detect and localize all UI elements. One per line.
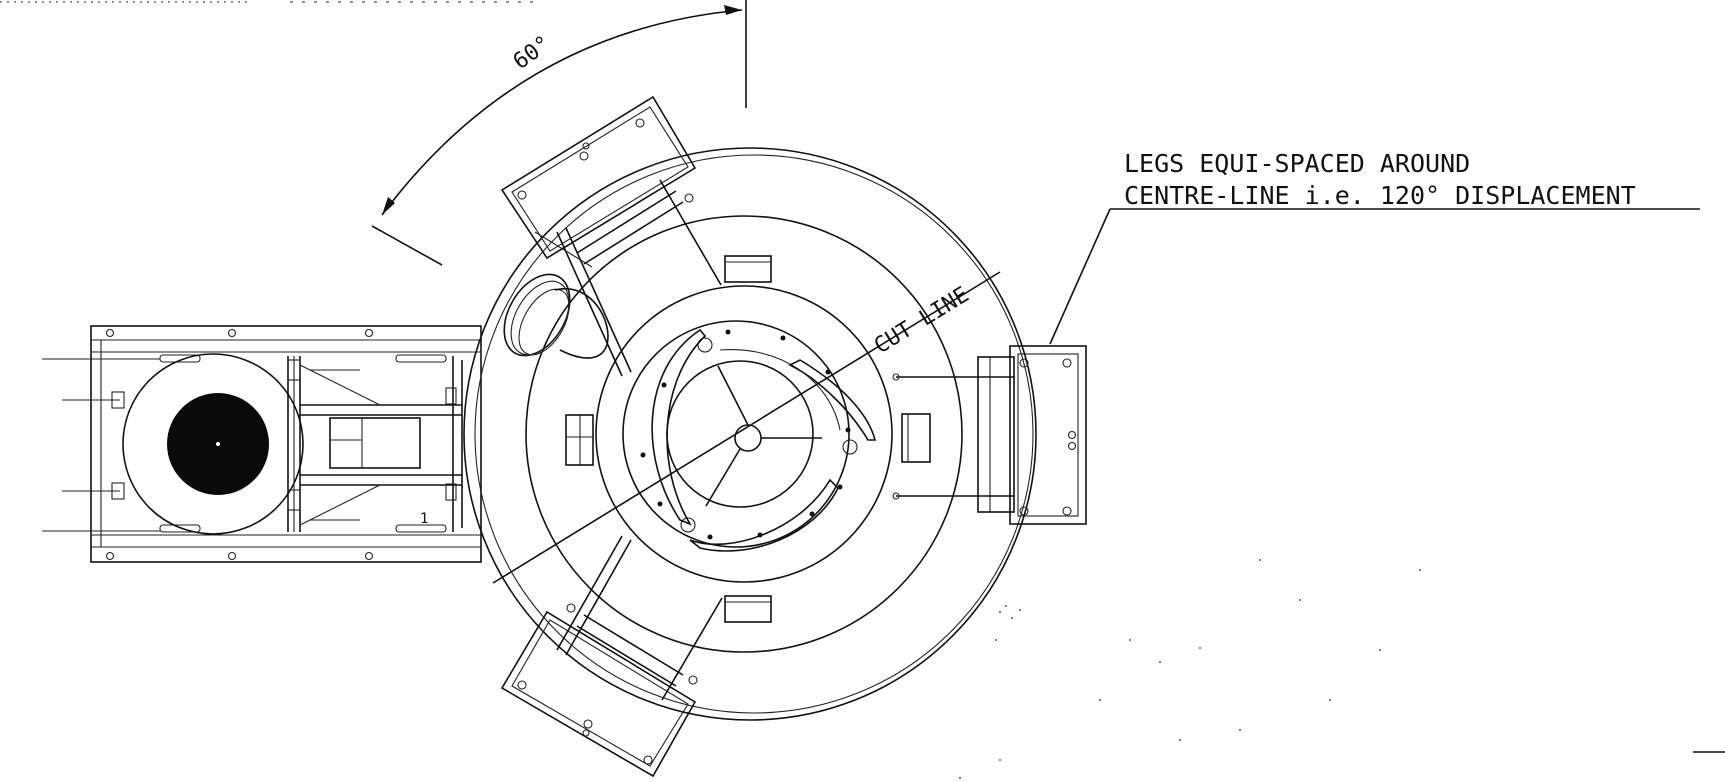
svg-text:1: 1	[420, 511, 428, 527]
drum-outer	[122, 353, 304, 535]
platform-inner-ring	[595, 285, 893, 583]
hatch-right	[901, 413, 931, 463]
note-leader-line	[1049, 208, 1111, 345]
leg-right	[892, 345, 1087, 525]
hub-inner-ring	[666, 360, 814, 508]
leg-right-bracket	[977, 356, 1015, 513]
frame-outer	[90, 325, 482, 563]
left-frame	[42, 325, 482, 563]
platform-outer-rim	[463, 147, 1037, 721]
dimension-arrowhead-top	[724, 5, 742, 15]
cut-line-stroke	[492, 271, 1001, 584]
dimension-arrowhead-bottom	[382, 197, 395, 215]
scan-speckle	[959, 559, 1421, 779]
hub-outer-ring	[622, 320, 850, 548]
motor-drum	[122, 353, 304, 535]
circular-platform	[463, 147, 1037, 721]
hub-bolt-holes	[640, 329, 858, 540]
leg-bottom-plate	[500, 610, 697, 778]
gearbox-assembly: 1	[287, 356, 463, 532]
spiral-blades	[651, 328, 877, 552]
note-line-1: LEGS EQUI-SPACED AROUND	[1124, 149, 1470, 178]
coiled-hose	[503, 273, 609, 359]
leg-top-plate	[500, 95, 697, 260]
dimension-extension-line-angled	[371, 225, 443, 266]
leg-spacing-note: LEGS EQUI-SPACED AROUND CENTRE-LINE i.e.…	[1049, 149, 1700, 345]
hatch-bottom	[724, 595, 772, 623]
note-line-2: CENTRE-LINE i.e. 120° DISPLACEMENT	[1124, 181, 1636, 210]
gearbox-block	[329, 417, 421, 469]
dimension-arc	[381, 9, 743, 216]
angle-dimension: 60°	[371, 0, 747, 266]
inspection-hatches	[565, 255, 931, 623]
cut-line: CUT LINE	[492, 271, 1001, 584]
leg-top	[500, 95, 722, 377]
angle-label: 60°	[509, 31, 556, 75]
leg-right-plate	[1009, 345, 1087, 525]
leg-bottom	[500, 535, 723, 778]
platform-middle-ring	[525, 215, 963, 653]
hub-centre	[734, 424, 762, 452]
hatch-top	[724, 255, 772, 283]
hub-spokes	[705, 365, 822, 507]
cut-line-label: CUT LINE	[870, 282, 973, 359]
